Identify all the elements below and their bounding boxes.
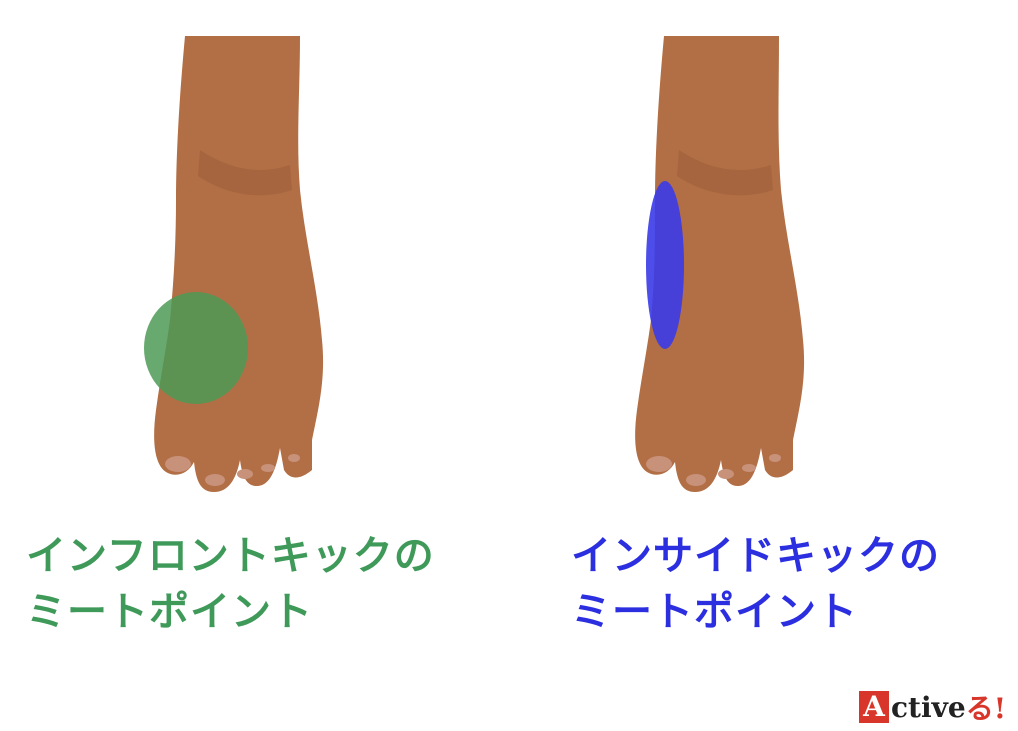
caption-left-line1: インフロントキックの	[26, 528, 435, 584]
logo-text: ctive	[891, 691, 966, 724]
right-panel: インサイドキックの ミートポイント	[509, 0, 1018, 660]
meet-point-marker-left	[144, 292, 248, 404]
caption-right: インサイドキックの ミートポイント	[571, 528, 940, 640]
left-panel: インフロントキックの ミートポイント	[0, 0, 509, 660]
meet-point-marker-right	[646, 181, 684, 349]
logo-letter-a: A	[859, 691, 889, 723]
caption-left-line2: ミートポイント	[26, 584, 435, 640]
foot-image-left	[0, 0, 509, 520]
foot-illustration	[154, 36, 323, 492]
foot-image-right	[509, 0, 1018, 520]
caption-left: インフロントキックの ミートポイント	[26, 528, 435, 640]
caption-right-line2: ミートポイント	[571, 584, 940, 640]
caption-right-line1: インサイドキックの	[571, 528, 940, 584]
logo-accent-text: る!	[966, 687, 1006, 727]
actives-logo: A ctive る!	[859, 689, 1006, 725]
